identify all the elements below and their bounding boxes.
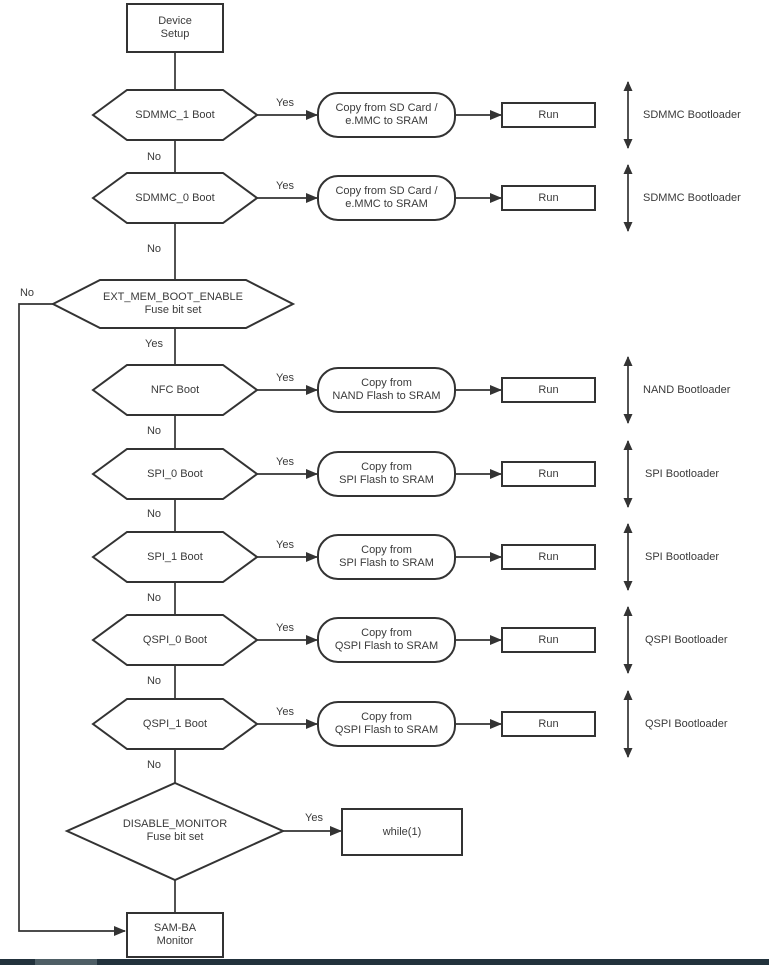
bootloader-label-qspi1: QSPI Bootloader: [645, 717, 728, 730]
yes-label-extmem: Yes: [145, 337, 163, 350]
yes-label-sdmmc0: Yes: [276, 179, 294, 192]
run-box-qspi0: [501, 627, 596, 653]
yes-label-qspi0: Yes: [276, 621, 294, 634]
row-spi0: [91, 440, 633, 508]
row-sdmmc0: [91, 164, 633, 232]
run-label-qspi1: Run: [538, 717, 559, 730]
no-label-qspi1: No: [146, 758, 162, 771]
row-qspi1: [91, 690, 633, 758]
no-label-sdmmc0: No: [146, 242, 162, 255]
decision-label-sdmmc0: SDMMC_0 Boot: [135, 191, 215, 204]
run-label-qspi0: Run: [538, 633, 559, 646]
no-label-sdmmc1: No: [146, 150, 162, 163]
yes-label-nfc: Yes: [276, 371, 294, 384]
run-label-sdmmc0: Run: [538, 191, 559, 204]
action-label-sdmmc0: Copy from SD Card /e.MMC to SRAM: [335, 185, 438, 210]
yes-label-sdmmc1: Yes: [276, 96, 294, 109]
no-label-spi0: No: [146, 507, 162, 520]
decision-label-sdmmc1: SDMMC_1 Boot: [135, 108, 215, 121]
no-label-extmem: No: [19, 286, 35, 299]
bootloader-label-sdmmc0: SDMMC Bootloader: [643, 191, 741, 204]
bootloader-label-qspi0: QSPI Bootloader: [645, 633, 728, 646]
run-box-sdmmc0: [501, 185, 596, 211]
page-footer-bar: [0, 959, 769, 965]
yes-label-spi1: Yes: [276, 538, 294, 551]
run-box-spi1: [501, 544, 596, 570]
no-label-qspi0: No: [146, 674, 162, 687]
run-box-sdmmc1: [501, 102, 596, 128]
device-setup-box: [126, 3, 224, 53]
row-qspi0: [91, 606, 633, 674]
action-label-sdmmc1: Copy from SD Card /e.MMC to SRAM: [335, 102, 438, 127]
decision-label-spi1: SPI_1 Boot: [147, 550, 203, 563]
yes-label-spi0: Yes: [276, 455, 294, 468]
while-label: while(1): [382, 825, 422, 838]
no-feedback-path: [18, 303, 126, 936]
decision-diamond-disable-monitor: [64, 781, 286, 882]
yes-label-disable-monitor: Yes: [305, 811, 323, 824]
decision-hexagon-extmem: [50, 279, 296, 329]
run-box-qspi1: [501, 711, 596, 737]
while-box: [341, 808, 463, 856]
samba-monitor-box: [126, 912, 224, 958]
page-footer-bar-segment: [35, 959, 97, 965]
decision-label-spi0: SPI_0 Boot: [147, 467, 203, 480]
run-box-nfc: [501, 377, 596, 403]
bootloader-label-spi0: SPI Bootloader: [645, 467, 719, 480]
run-label-spi0: Run: [538, 467, 559, 480]
decision-label-qspi1: QSPI_1 Boot: [142, 717, 208, 730]
decision-label-qspi0: QSPI_0 Boot: [142, 633, 208, 646]
run-label-sdmmc1: Run: [538, 108, 559, 121]
run-box-spi0: [501, 461, 596, 487]
row-nfc: [91, 356, 633, 424]
bootloader-label-spi1: SPI Bootloader: [645, 550, 719, 563]
bootloader-label-nfc: NAND Bootloader: [643, 383, 731, 396]
decision-label-nfc: NFC Boot: [150, 383, 200, 396]
bootloader-label-sdmmc1: SDMMC Bootloader: [643, 108, 741, 121]
row-spi1: [91, 523, 633, 591]
run-label-nfc: Run: [538, 383, 559, 396]
no-label-nfc: No: [146, 424, 162, 437]
run-label-spi1: Run: [538, 550, 559, 563]
yes-label-qspi1: Yes: [276, 705, 294, 718]
device-setup-label: Device Setup: [158, 15, 192, 40]
no-label-spi1: No: [146, 591, 162, 604]
row-sdmmc1: [91, 81, 633, 149]
